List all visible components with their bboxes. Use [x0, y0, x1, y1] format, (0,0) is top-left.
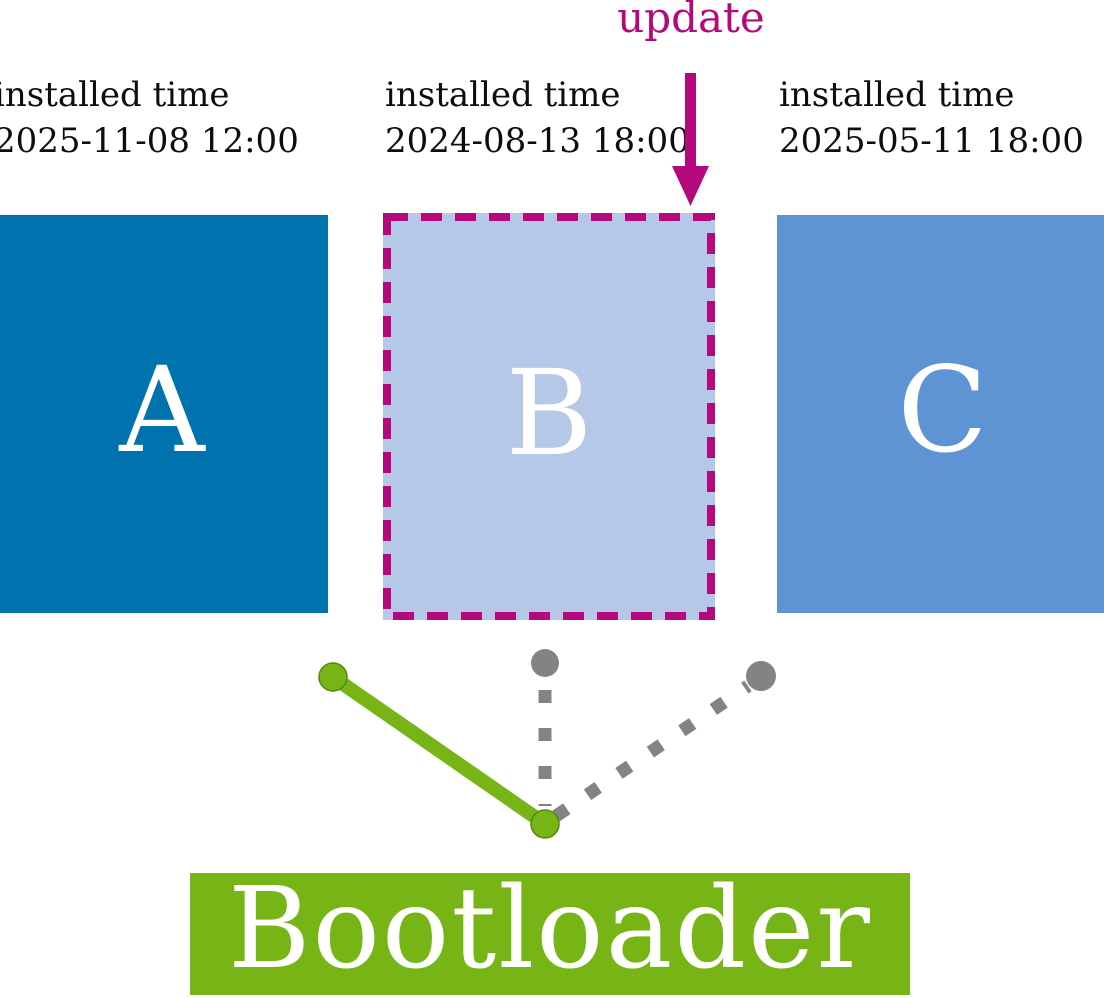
slot-a-installed-label: installed time 2025-11-08 12:00	[0, 72, 299, 164]
slot-a-box: A	[0, 215, 328, 613]
slot-b-installed-caption: installed time	[385, 75, 621, 115]
slot-a-letter: A	[119, 341, 205, 479]
connector-a-endpoint-dot	[318, 662, 348, 692]
connector-a-solid-line	[318, 662, 560, 839]
connector-c-endpoint-dot	[746, 661, 776, 691]
slot-b-letter: B	[505, 343, 593, 482]
slot-b-box: B	[383, 213, 715, 620]
connector-b-endpoint-dot	[531, 649, 559, 677]
slot-b-installed-label: installed time 2024-08-13 18:00	[385, 72, 690, 164]
bootloader-box: Bootloader	[190, 873, 910, 995]
slot-c-letter: C	[897, 341, 988, 479]
connector-b-dotted-line	[531, 649, 559, 806]
slot-a-installed-caption: installed time	[0, 75, 230, 115]
slot-a-installed-time: 2025-11-08 12:00	[0, 121, 299, 161]
slot-c-installed-time: 2025-05-11 18:00	[779, 121, 1084, 161]
slot-c-box: C	[777, 215, 1104, 613]
update-label: update	[617, 0, 765, 42]
slot-b-installed-time: 2024-08-13 18:00	[385, 121, 690, 161]
bootloader-label: Bootloader	[228, 864, 872, 994]
connector-c-dotted-line	[552, 661, 776, 822]
slot-c-installed-caption: installed time	[779, 75, 1015, 115]
bootloader-junction-dot	[530, 809, 560, 839]
slot-c-installed-label: installed time 2025-05-11 18:00	[779, 72, 1084, 164]
